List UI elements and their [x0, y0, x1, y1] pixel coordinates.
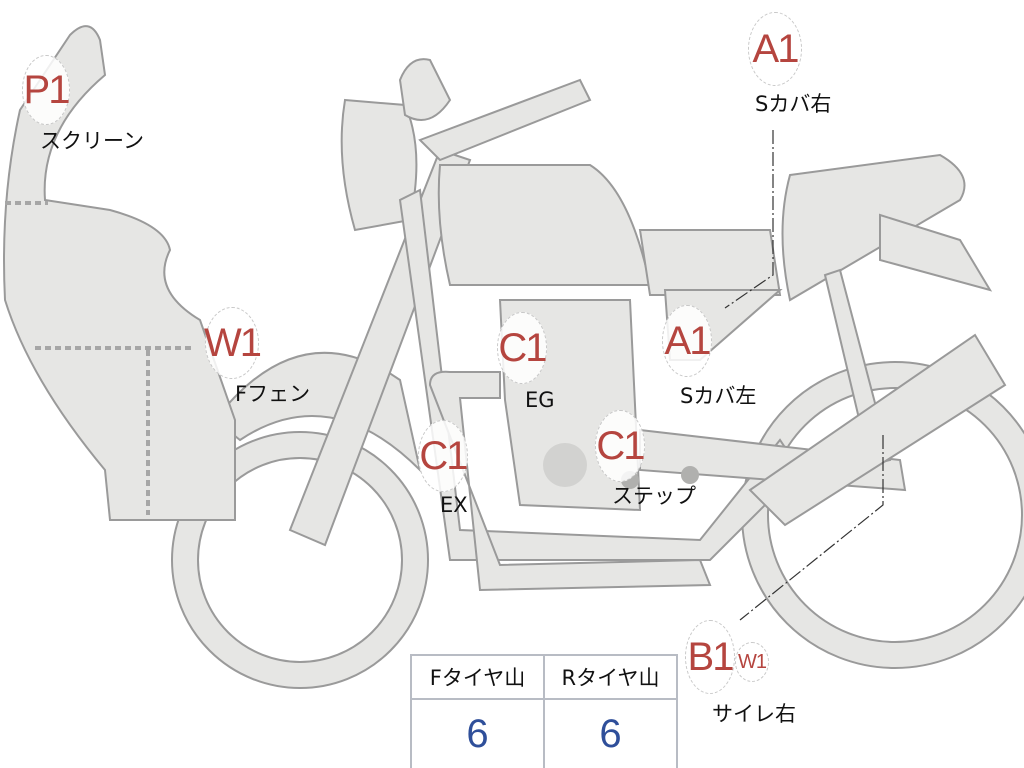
damage-code-side-cover-right: A1 [748, 12, 802, 86]
damage-code-muffler-right-secondary: W1 [735, 642, 769, 682]
front-wheel [172, 432, 428, 688]
headlight [340, 98, 418, 232]
part-label-front-fender: Fフェン [235, 382, 311, 406]
front-tire-header: Fタイヤ山 [410, 654, 545, 700]
side-cover [638, 229, 782, 296]
damage-code-side-cover-left: A1 [662, 305, 712, 377]
rear-tire-header: Rタイヤ山 [543, 654, 678, 700]
part-label-muffler-right: サイレ右 [712, 702, 796, 726]
part-label-engine: EG [525, 388, 555, 412]
exhaust-pipe [428, 370, 712, 592]
damage-code-step: C1 [595, 410, 646, 482]
part-label-side-cover-left: Sカバ左 [680, 384, 757, 408]
part-label-exhaust: EX [440, 493, 468, 517]
damage-code-exhaust: C1 [418, 420, 469, 492]
part-label-side-cover-right: Sカバ右 [755, 92, 832, 116]
damage-code-front-fender: W1 [204, 307, 262, 379]
damage-code-engine: C1 [497, 312, 548, 384]
tire-tread-table: Fタイヤ山 Rタイヤ山 6 6 [410, 654, 678, 768]
front-tire-value: 6 [410, 698, 545, 768]
seat [781, 153, 966, 302]
part-label-screen: スクリーン [40, 129, 144, 153]
front-cowl [3, 25, 236, 521]
fuel-tank [437, 164, 652, 286]
handlebar [418, 78, 592, 162]
part-label-step: ステップ [612, 484, 696, 508]
damage-code-screen: P1 [22, 55, 70, 125]
muffler [748, 333, 1007, 527]
damage-code-muffler-right: B1 [685, 620, 735, 694]
rear-tire-value: 6 [543, 698, 678, 768]
